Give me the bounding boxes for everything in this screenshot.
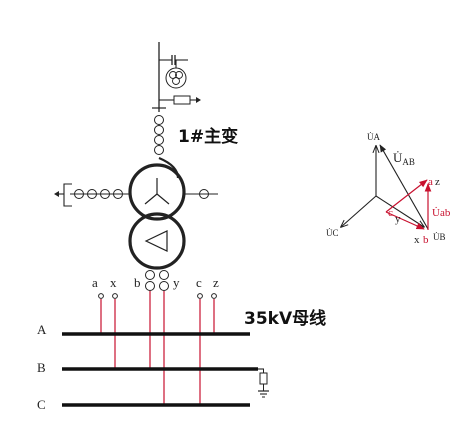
phase-label-c: C xyxy=(37,397,46,412)
phasor-label-uc: U̇C xyxy=(326,228,339,238)
current-transformer-chain-bottom xyxy=(145,270,169,291)
phasor-label-x: x xyxy=(414,234,420,246)
phasor-label-z: z xyxy=(435,176,440,188)
phasor-diagram: U̇A U̇B U̇C U̇AB U̇ab a z c y x b xyxy=(326,132,451,246)
terminal-label-z: z xyxy=(213,275,219,290)
phasor-label-b: b xyxy=(423,234,429,246)
phasor-label-a: a xyxy=(428,176,433,188)
busbar-group: A B C xyxy=(37,322,269,412)
bus-label: 35kV母线 xyxy=(244,308,326,329)
right-ct-branch xyxy=(184,189,218,199)
phasor-label-ub: U̇B xyxy=(433,232,446,242)
left-ct-branch xyxy=(54,183,130,207)
high-voltage-feeder xyxy=(152,42,201,112)
terminal-label-y: y xyxy=(173,275,180,290)
phasor-label-ua: U̇A xyxy=(367,132,380,142)
terminal-label-x: x xyxy=(110,275,117,290)
phase-label-a: A xyxy=(37,322,47,337)
terminal-label-c: c xyxy=(196,275,202,290)
phasor-label-c: c xyxy=(388,207,393,219)
phase-connection-lines xyxy=(100,291,215,405)
phasor-label-uab-secondary: U̇ab xyxy=(432,207,451,219)
terminal-points xyxy=(98,293,217,299)
phasor-label-uab: U̇AB xyxy=(393,150,415,167)
terminal-labels: a x b y c z xyxy=(92,275,219,290)
terminal-label-b: b xyxy=(134,275,141,290)
transformer-label: 1#主变 xyxy=(178,126,238,147)
phase-label-b: B xyxy=(37,360,46,375)
phasor-label-y: y xyxy=(395,213,401,225)
arrester-icon xyxy=(173,95,191,105)
terminal-label-a: a xyxy=(92,275,98,290)
ground-icon xyxy=(258,368,269,398)
voltage-transformer-icon xyxy=(165,67,187,89)
current-transformer-chain-top xyxy=(154,115,180,179)
transformer-symbol xyxy=(128,163,186,270)
